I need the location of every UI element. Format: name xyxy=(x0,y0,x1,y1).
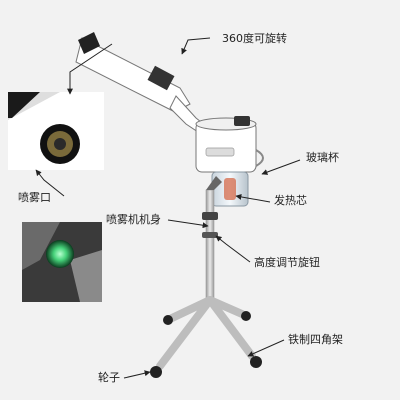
label-wheel: 轮子 xyxy=(98,371,120,384)
nozzle-glow-photo xyxy=(22,222,102,302)
label-stand: 铁制四角架 xyxy=(288,333,343,346)
label-glass-cup: 玻璃杯 xyxy=(306,151,339,164)
label-rotate: 360度可旋转 xyxy=(222,32,287,45)
steamer-body xyxy=(195,116,264,173)
wheel-2 xyxy=(241,311,251,321)
callout-lines xyxy=(35,37,301,379)
wheel-4 xyxy=(250,356,262,368)
label-height-knob: 高度调节旋钮 xyxy=(254,256,320,269)
wheel-3 xyxy=(150,366,162,378)
label-nozzle: 喷雾口 xyxy=(18,191,51,204)
wheel-1 xyxy=(163,315,173,325)
nozzle-closeup xyxy=(8,92,104,170)
label-heating-core: 发热芯 xyxy=(274,194,307,207)
wheels xyxy=(150,311,262,378)
stand-base xyxy=(156,296,256,370)
glass-cup xyxy=(211,171,249,207)
label-body: 喷雾机机身 xyxy=(106,213,161,226)
